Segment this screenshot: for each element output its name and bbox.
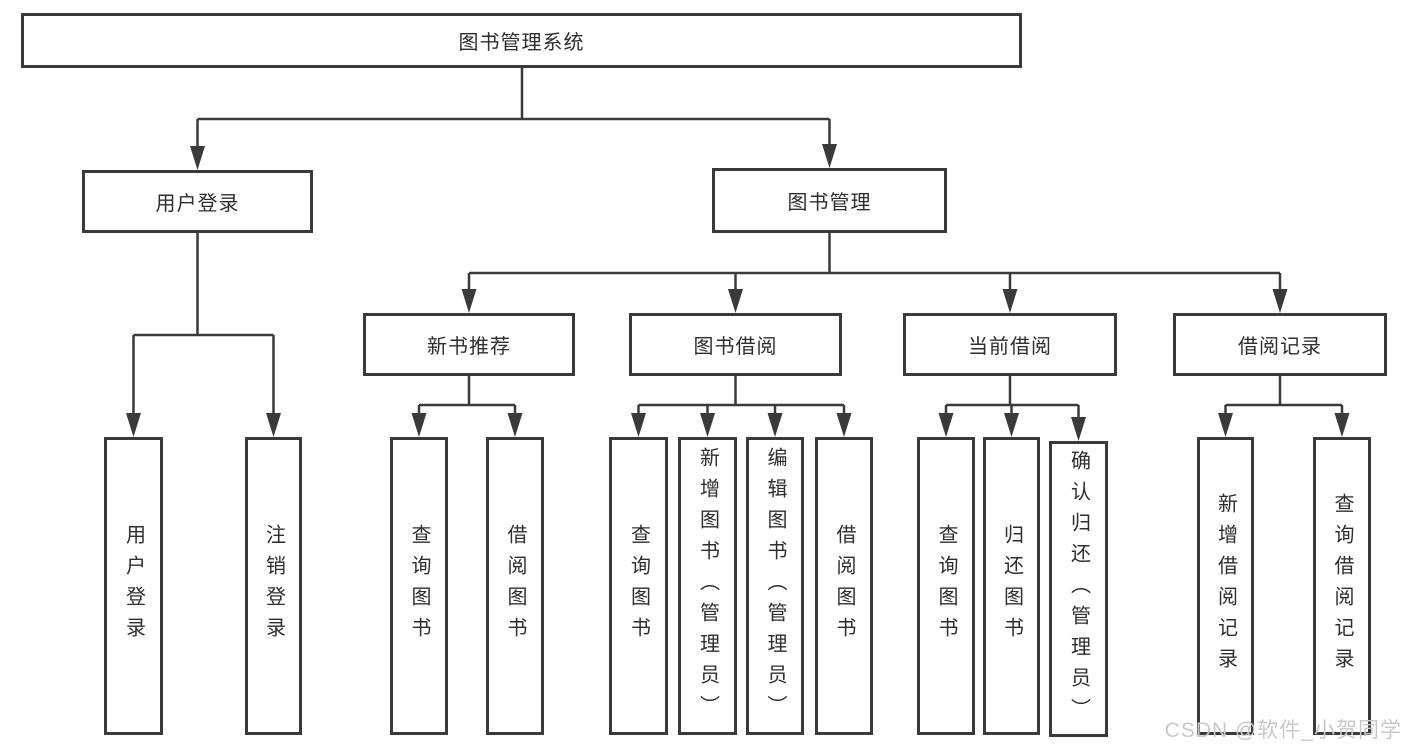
node-leaf-query-book-borrow: 查询图书 <box>609 437 668 735</box>
connector-book-borrow-children <box>631 376 852 437</box>
connector-borrow-record-children <box>1218 376 1350 437</box>
csdn-watermark: CSDN @软件_小贺同学 <box>1164 719 1402 742</box>
node-leaf-query-book-current: 查询图书 <box>917 437 975 735</box>
node-new-book-recommend: 新书推荐 <box>363 313 575 376</box>
node-leaf-borrow-book: 借阅图书 <box>815 437 873 735</box>
node-leaf-add-borrow-record: 新增借阅记录 <box>1197 437 1254 735</box>
node-leaf-logout: 注销登录 <box>245 437 302 735</box>
node-leaf-confirm-return-admin: 确认归还（管理员） <box>1049 441 1108 737</box>
connector-new-book-children <box>411 376 523 437</box>
node-leaf-query-borrow-record: 查询借阅记录 <box>1313 437 1371 735</box>
node-book-borrow: 图书借阅 <box>629 313 842 376</box>
connector-book-mgmt-groups <box>461 233 1288 313</box>
node-current-borrow: 当前借阅 <box>903 313 1117 376</box>
node-leaf-user-login: 用户登录 <box>104 437 163 735</box>
node-leaf-return-book: 归还图书 <box>983 437 1040 735</box>
node-leaf-add-book-admin: 新增图书（管理员） <box>678 437 737 735</box>
node-book-mgmt: 图书管理 <box>712 168 947 233</box>
node-root-system: 图书管理系统 <box>21 13 1022 68</box>
node-borrow-record: 借阅记录 <box>1173 313 1387 376</box>
connector-user-login-children <box>126 233 281 437</box>
node-leaf-query-book-recommend: 查询图书 <box>390 437 448 735</box>
connector-current-borrow-children <box>938 376 1086 441</box>
node-leaf-borrow-book-recommend: 借阅图书 <box>486 437 544 735</box>
node-leaf-edit-book-admin: 编辑图书（管理员） <box>746 437 804 735</box>
node-user-login: 用户登录 <box>82 170 313 233</box>
connector-root-to-level2 <box>190 68 837 170</box>
